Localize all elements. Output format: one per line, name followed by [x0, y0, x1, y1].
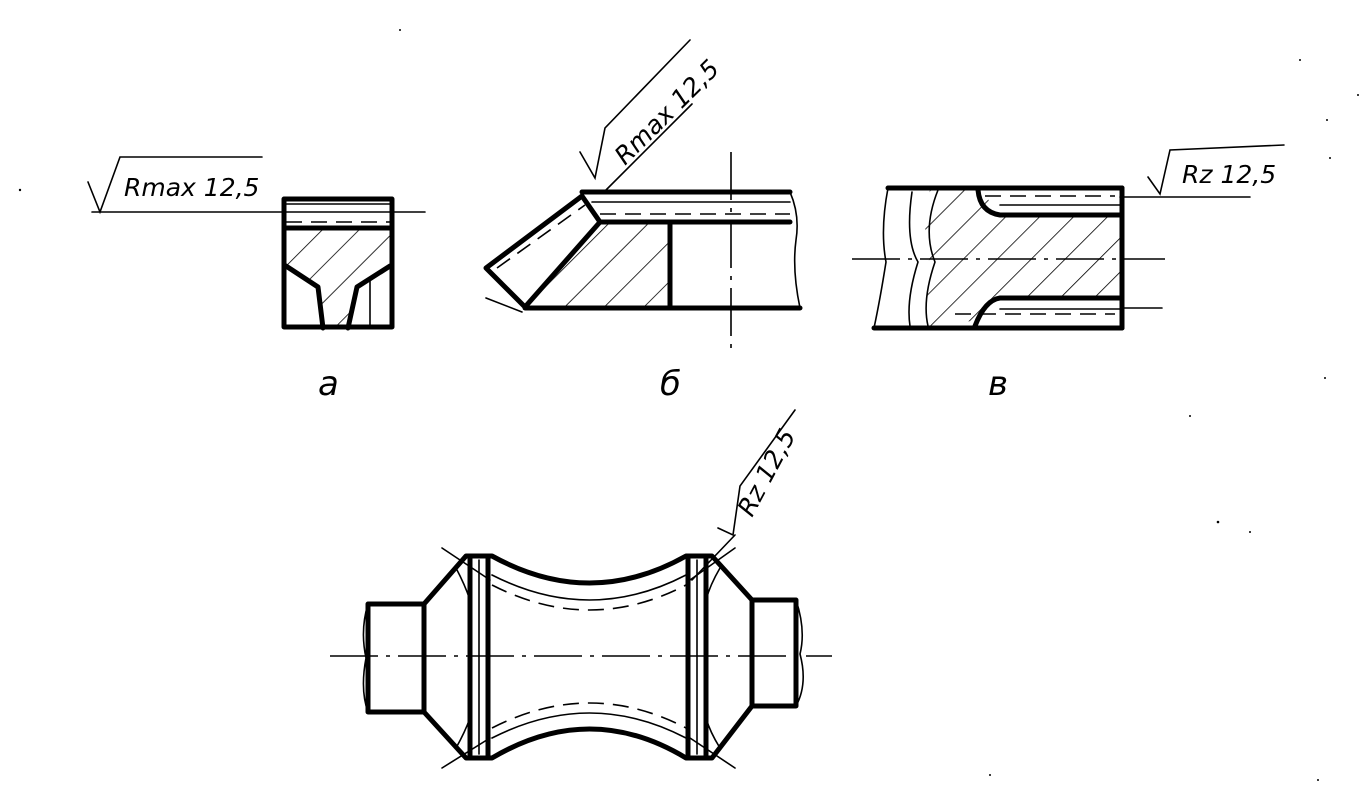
- part-section-b: [483, 152, 803, 348]
- figure-g: Rz 12,5: [330, 409, 832, 769]
- roughness-label-b: Rmax 12,5: [609, 54, 725, 170]
- figure-v: Rz 12,5 в: [852, 144, 1285, 404]
- scan-specks: [18, 29, 1359, 781]
- roughness-symbol-a: Rmax 12,5: [87, 156, 426, 215]
- caption-v: в: [988, 364, 1008, 404]
- caption-b: б: [660, 364, 681, 404]
- figure-a: Rmax 12,5 а: [87, 156, 426, 404]
- roller-part: [330, 547, 832, 769]
- part-section-v: [852, 185, 1165, 331]
- roughness-label-a: Rmax 12,5: [124, 173, 259, 202]
- figure-b: Rmax 12,5 б: [483, 39, 803, 404]
- caption-a: а: [318, 364, 339, 404]
- part-section-a: [281, 196, 395, 331]
- roughness-symbol-v: Rz 12,5: [1119, 144, 1285, 198]
- roughness-label-g: Rz 12,5: [732, 424, 802, 521]
- roughness-label-v: Rz 12,5: [1182, 160, 1276, 189]
- roughness-symbol-b: Rmax 12,5: [579, 39, 725, 193]
